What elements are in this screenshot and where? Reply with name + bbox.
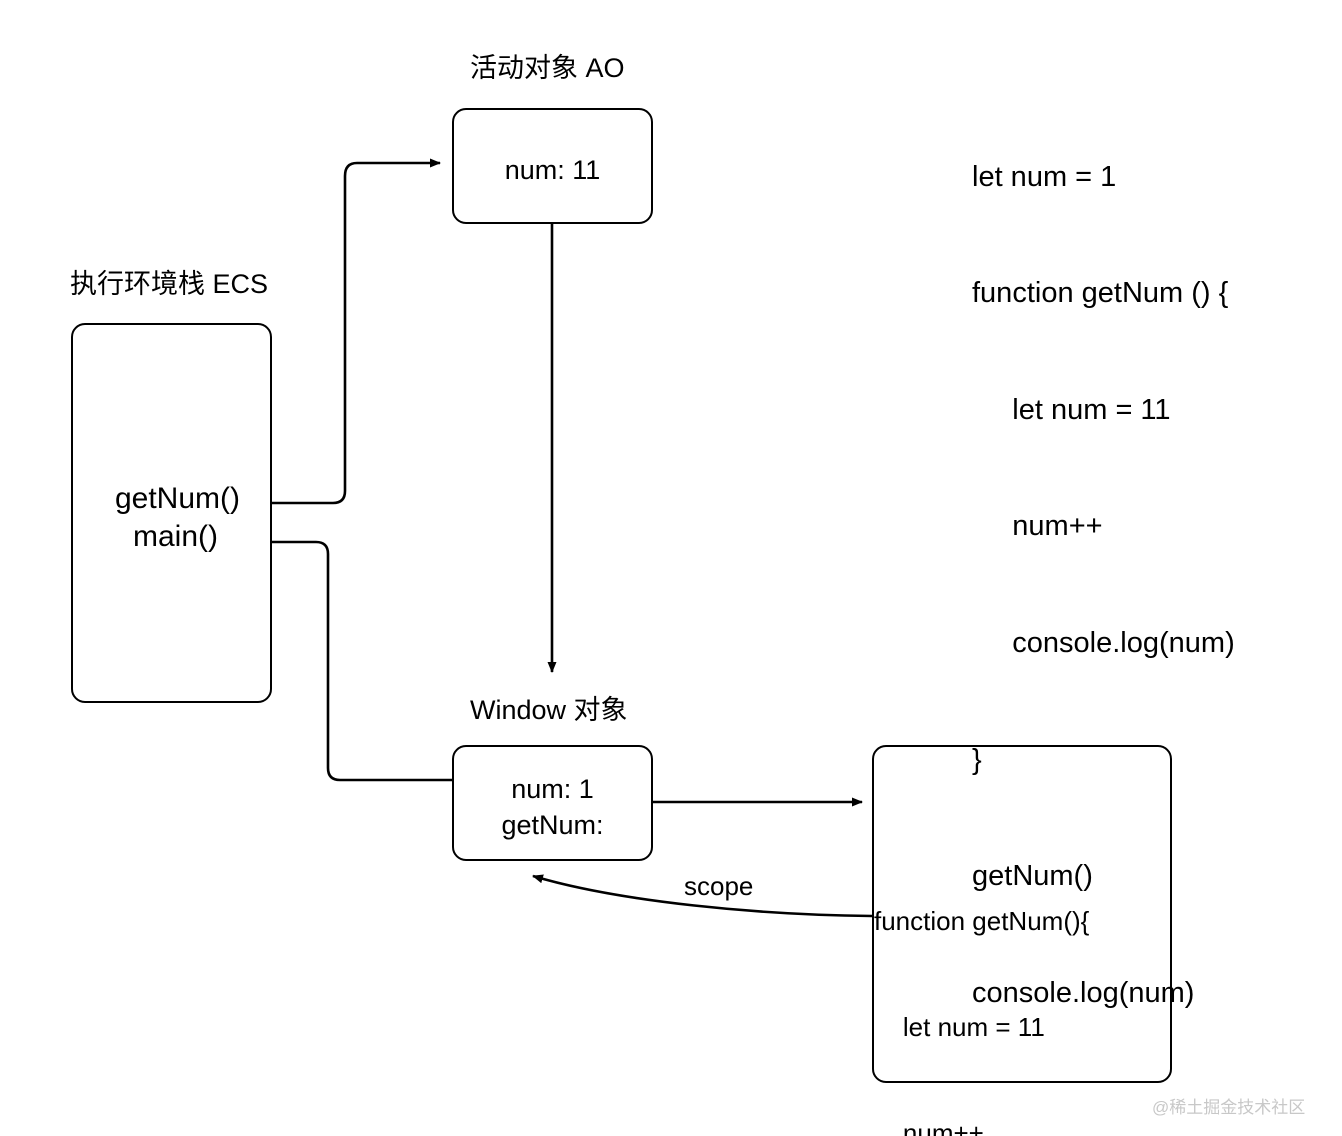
function-box-line-0: function getNum(){: [874, 905, 1090, 936]
ao-title: 活动对象 AO: [470, 53, 625, 83]
source-code-line-4: console.log(num): [972, 627, 1235, 660]
source-code-line-6: getNum(): [972, 860, 1093, 893]
source-code-line-3: num++: [972, 510, 1103, 543]
scope-label: scope: [684, 871, 754, 901]
ecs-frame-getnum: getNum(): [114, 482, 240, 515]
ecs-title: 执行环境栈 ECS: [70, 269, 269, 299]
source-code-line-0: let num = 1: [972, 160, 1117, 193]
window-box: num: 1 getNum:: [452, 745, 653, 861]
source-code-line-7: console.log(num): [972, 976, 1195, 1009]
ao-box: num: 11: [452, 108, 653, 224]
window-box-line-num: num: 1: [511, 774, 594, 804]
watermark: @稀土掘金技术社区: [1152, 1098, 1306, 1117]
source-code-line-5: }: [972, 743, 982, 776]
function-box-line-2: num++: [874, 1117, 984, 1136]
window-box-line-getnum: getNum:: [501, 810, 604, 840]
function-definition-box: function getNum(){ let num = 11 num++ co…: [872, 745, 1172, 1136]
window-title: Window 对象: [470, 695, 628, 725]
source-code-line-2: let num = 11: [972, 393, 1171, 426]
ecs-frame-main: main(): [132, 520, 218, 553]
function-box-code: function getNum(){ let num = 11 num++ co…: [874, 833, 1102, 1136]
source-code-block: let num = 1 function getNum () { let num…: [972, 80, 1235, 1090]
ao-box-content: num: 11: [504, 155, 601, 185]
ecs-box: [71, 323, 272, 703]
function-box-line-1: let num = 11: [874, 1011, 1045, 1042]
source-code-line-1: function getNum () {: [972, 277, 1229, 310]
